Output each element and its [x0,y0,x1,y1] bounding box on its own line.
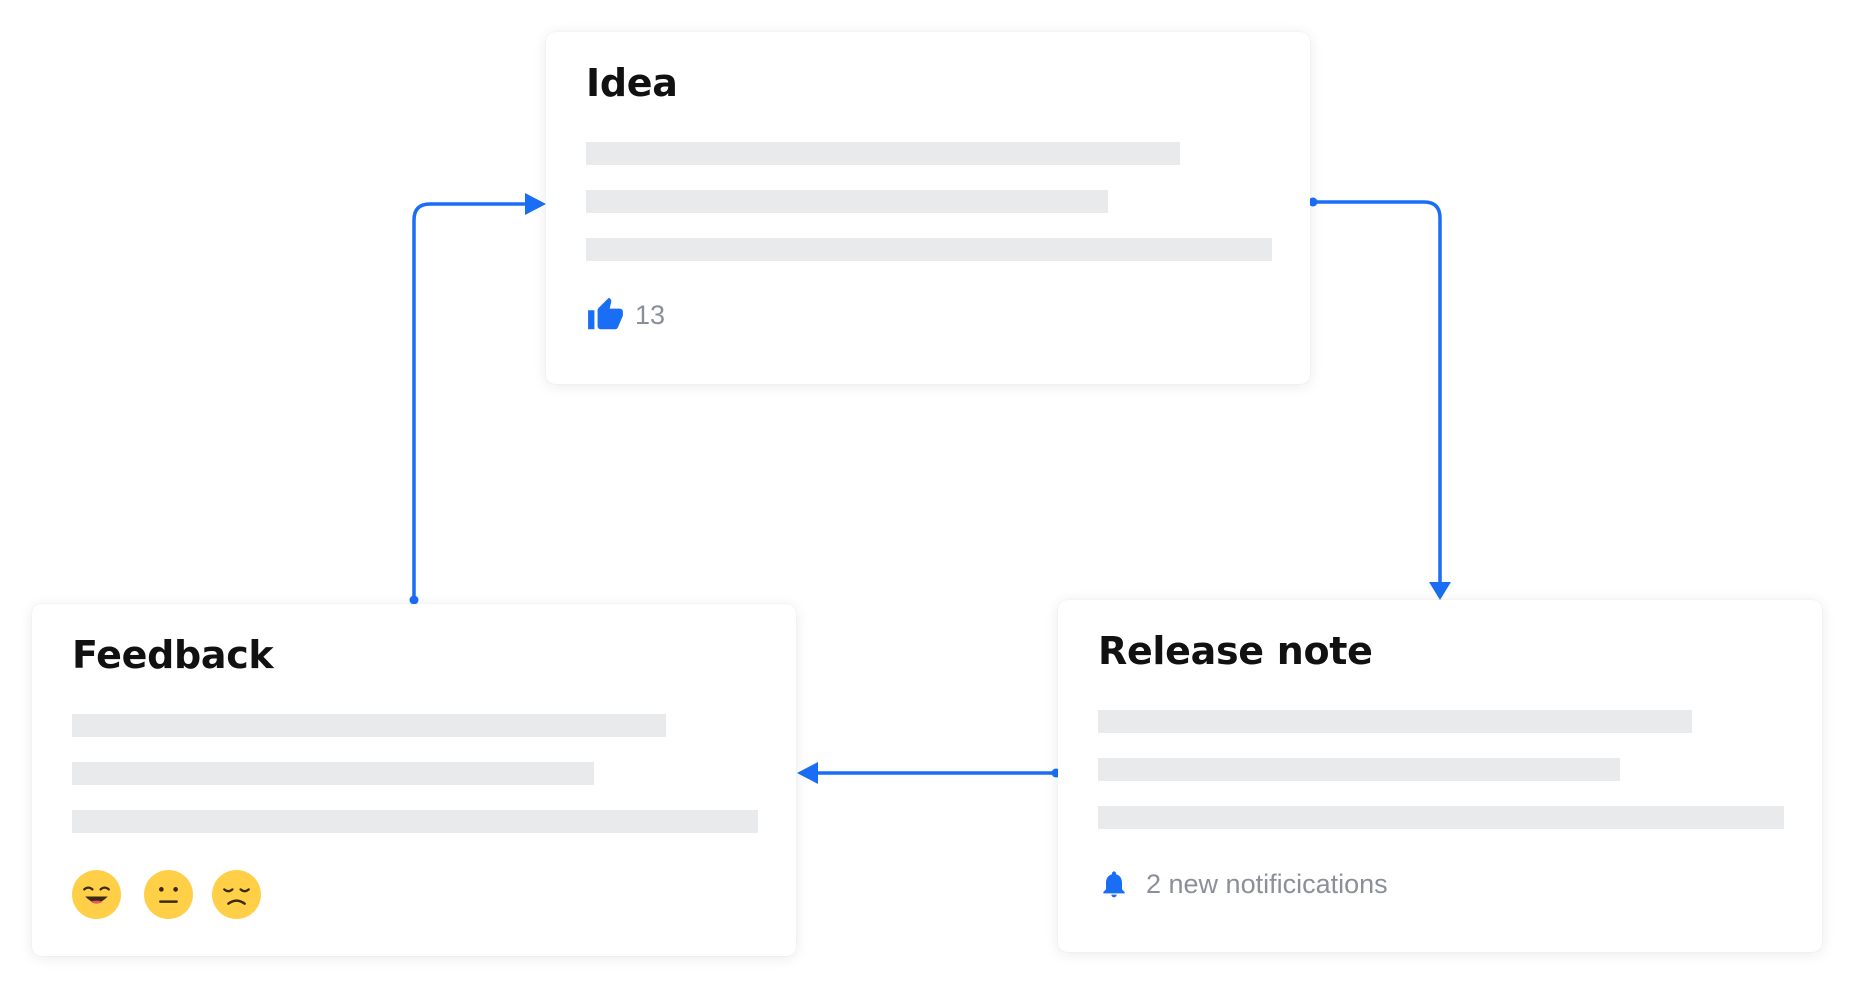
feedback-card-title: Feedback [72,633,274,677]
skeleton-line [586,190,1108,213]
feedback-card: Feedback [32,604,796,956]
smiling-face-icon[interactable] [72,870,121,919]
arrow-start-dot [409,595,419,605]
arrow-feedback-to-idea [412,202,527,602]
skeleton-line [1098,806,1784,829]
skeleton-line [586,238,1272,261]
idea-card-title: Idea [586,61,678,105]
skeleton-line [586,142,1180,165]
bell-icon [1103,871,1125,898]
skeleton-line [72,810,758,833]
arrow-idea-to-release-note [1311,200,1442,584]
notifications[interactable]: 2 new notificications [1098,866,1388,902]
skeleton-line [1098,758,1620,781]
like-count: 13 [635,299,666,330]
sad-face-icon[interactable] [212,870,261,919]
thumbs-up-icon [588,297,623,330]
release-note-card: Release note 2 new notificications [1058,600,1822,952]
skeleton-line [1098,710,1692,733]
arrow-head-down [1429,582,1451,600]
skeleton-line [72,714,666,737]
notification-text: 2 new notificications [1146,868,1388,899]
idea-card: Idea 13 [546,32,1310,384]
arrow-head-right [525,193,546,215]
release-note-card-title: Release note [1098,629,1373,673]
arrow-head-left [797,762,818,784]
neutral-face-icon[interactable] [144,870,193,919]
skeleton-line [72,762,594,785]
arrow-start-dot [1308,197,1318,207]
like-counter[interactable]: 13 [586,296,665,334]
